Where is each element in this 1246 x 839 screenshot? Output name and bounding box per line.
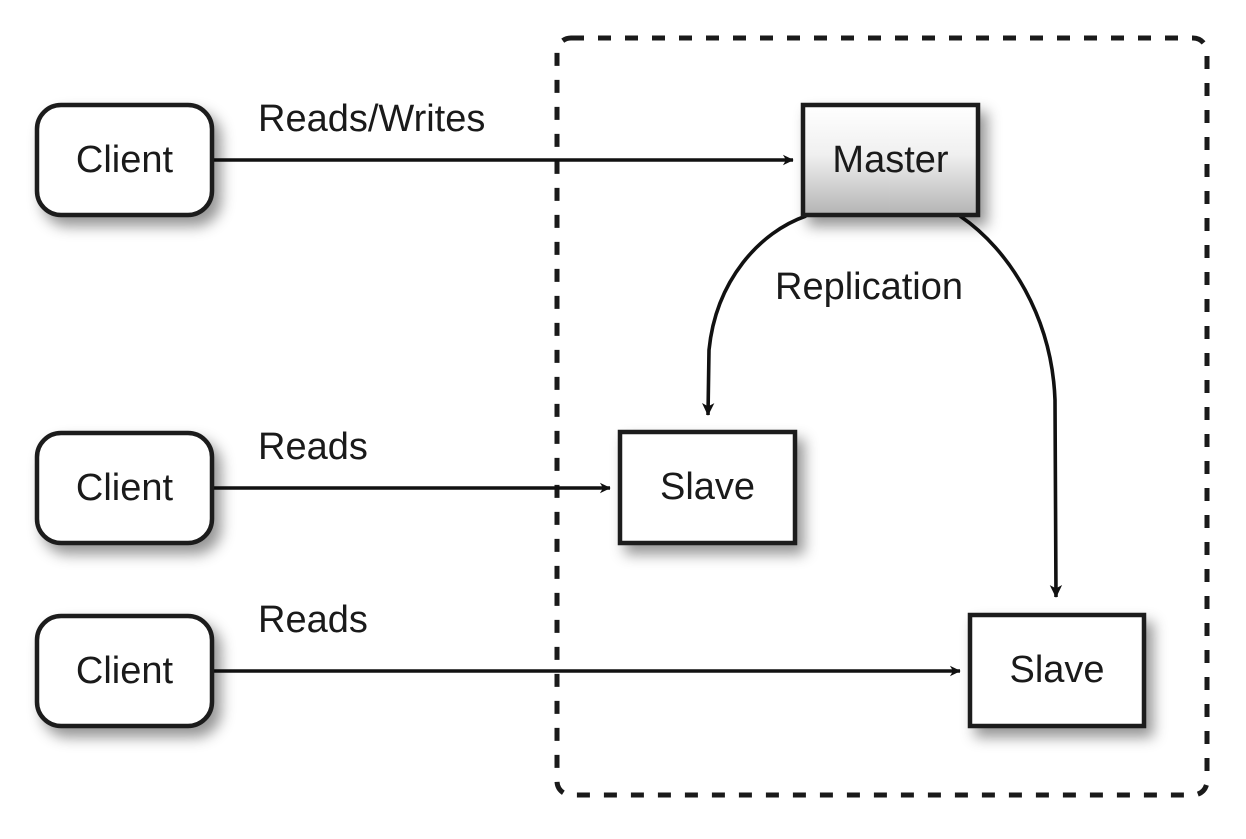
node-client-3[interactable] [34,613,215,729]
node-client-1[interactable] [34,102,215,218]
node-master[interactable] [800,102,981,218]
node-client-2[interactable] [34,430,215,546]
edge-label-reads-slave-2: Reads [258,599,368,641]
node-slave-1[interactable] [617,429,798,546]
edge-label-reads-slave-1: Reads [258,426,368,468]
edge-label-replication: Replication [775,266,963,308]
replication-cluster-boundary [554,35,1210,798]
edge-master-slave1 [702,214,807,416]
node-slave-2[interactable] [967,612,1147,729]
edge-master-slave2 [958,214,1063,598]
edge-label-reads-writes: Reads/Writes [258,98,486,140]
